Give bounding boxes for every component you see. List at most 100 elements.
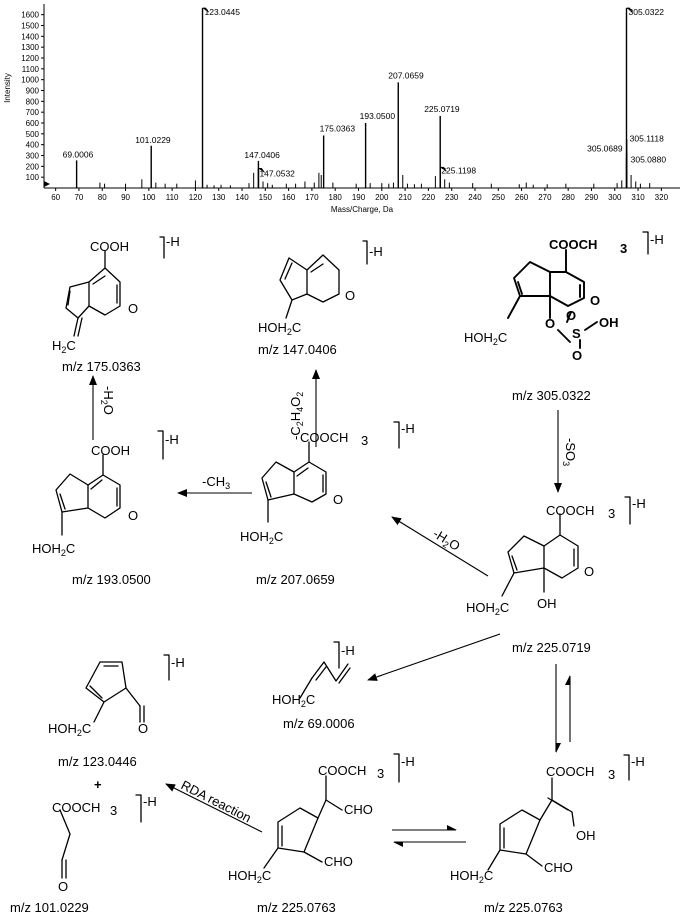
y-tick-label: 700	[26, 108, 40, 117]
svg-text:3: 3	[110, 803, 117, 818]
svg-text:O: O	[566, 308, 576, 323]
svg-text:-H2O: -H2O	[429, 526, 462, 556]
structure-mz-305: COOCH 3 O HOH2C O S O O OH -H m/z 305.03…	[464, 231, 664, 403]
svg-text:O: O	[333, 492, 343, 507]
peak-label: 225.1198	[441, 165, 476, 175]
svg-text:HOH2C: HOH2C	[228, 868, 271, 885]
svg-text:-CH3: -CH3	[202, 474, 230, 491]
y-tick-label: 1300	[21, 43, 39, 52]
arrow-to-69	[367, 633, 501, 681]
svg-text:-SO3: -SO3	[561, 438, 578, 466]
svg-text:-H: -H	[171, 655, 185, 670]
svg-text:S: S	[572, 326, 581, 341]
svg-text:O: O	[345, 288, 355, 303]
x-tick-label: 120	[189, 193, 203, 202]
svg-text:-H: -H	[369, 244, 383, 259]
svg-text:COOCH: COOCH	[318, 763, 366, 778]
y-tick-label: 1400	[21, 32, 39, 41]
svg-text:HOH2C: HOH2C	[450, 868, 493, 885]
structure-mz-225-dialdehyde: COOCH 3 CHO CHO HOH2C -H m/z 225.0763	[228, 753, 415, 915]
svg-text:HOH2C: HOH2C	[240, 529, 283, 546]
peak-label-leader	[202, 7, 209, 13]
peak-label: 147.0406	[244, 150, 280, 160]
peak-label: 147.0532	[259, 169, 295, 179]
peak-label: 175.0363	[320, 123, 356, 133]
x-tick-label: 320	[655, 193, 669, 202]
peak-label-leader	[626, 7, 633, 13]
y-tick-label: 1200	[21, 54, 39, 63]
svg-text:O: O	[138, 721, 148, 736]
x-tick-label: 60	[51, 193, 60, 202]
svg-text:HOH2C: HOH2C	[32, 541, 75, 558]
svg-text:-H: -H	[166, 234, 180, 249]
x-tick-label: 300	[608, 193, 622, 202]
y-tick-label: 800	[26, 97, 40, 106]
peak-label: 69.0006	[63, 149, 94, 159]
y-tick-label: 1000	[21, 76, 39, 85]
x-tick-label: 180	[329, 193, 343, 202]
svg-text:COOCH: COOCH	[300, 430, 348, 445]
svg-text:-C2H4O2: -C2H4O2	[288, 392, 305, 440]
svg-text:-H: -H	[401, 754, 415, 769]
peak-label: 123.0445	[205, 7, 241, 17]
svg-text:OH: OH	[576, 828, 596, 843]
y-tick-label: 200	[26, 162, 40, 171]
svg-text:-H: -H	[632, 496, 646, 511]
y-tick-label: 1100	[22, 65, 40, 74]
mass-spectrum: Intensity 100200300400500600700800900100…	[3, 4, 680, 214]
svg-text:m/z 225.0719: m/z 225.0719	[512, 640, 591, 655]
svg-text:3: 3	[608, 506, 615, 521]
y-tick-label: 900	[26, 87, 40, 96]
y-ticks: 1002003004005006007008009001000110012001…	[21, 11, 44, 182]
peak-label-leader	[258, 168, 265, 173]
x-tick-label: 290	[585, 193, 599, 202]
x-tick-label: 220	[422, 193, 436, 202]
svg-text:COOH: COOH	[90, 239, 129, 254]
arrow-loss-h2o-to-207	[391, 516, 489, 577]
svg-text:m/z 193.0500: m/z 193.0500	[72, 572, 151, 587]
peak-label: 305.1118	[630, 133, 664, 143]
x-tick-label: 110	[166, 193, 179, 202]
svg-text:m/z 225.0763: m/z 225.0763	[257, 900, 336, 915]
structure-mz-225-enol: COOCH 3 OH CHO HOH2C -H m/z 225.0763	[450, 754, 645, 915]
x-tick-label: 240	[468, 193, 482, 202]
svg-text:+: +	[94, 777, 102, 792]
x-tick-label: 260	[515, 193, 529, 202]
svg-text:-H: -H	[165, 432, 179, 447]
x-axis-label: Mass/Charge, Da	[331, 205, 394, 214]
y-tick-label: 400	[26, 141, 40, 150]
structure-mz-225-hemiacetal: COOCH 3 O HOH2C OH -H m/z 225.0719	[466, 496, 646, 655]
svg-text:O: O	[128, 301, 138, 316]
svg-text:3: 3	[608, 767, 615, 782]
structure-mz-123: O HOH2C -H m/z 123.0446 +	[48, 654, 185, 792]
peak-label: 305.0880	[631, 154, 667, 164]
y-axis-label: Intensity	[3, 73, 12, 103]
x-tick-label: 130	[212, 193, 226, 202]
structure-mz-101: COOCH 3 O -H m/z 101.0229	[10, 794, 157, 915]
svg-text:3: 3	[620, 241, 627, 256]
baseline-marker-icon	[44, 181, 50, 187]
svg-text:O: O	[590, 293, 600, 308]
svg-text:m/z 123.0446: m/z 123.0446	[58, 754, 137, 769]
svg-text:COOCH: COOCH	[546, 764, 594, 779]
svg-text:HOH2C: HOH2C	[258, 320, 301, 337]
svg-text:HOH2C: HOH2C	[48, 721, 91, 738]
peak-label: 193.0500	[360, 111, 396, 121]
x-tick-label: 140	[235, 193, 249, 202]
x-tick-label: 150	[259, 193, 273, 202]
peak-label: 207.0659	[388, 70, 424, 80]
peak-label: 101.0229	[135, 135, 171, 145]
x-tick-label: 80	[98, 193, 107, 202]
svg-text:m/z 101.0229: m/z 101.0229	[10, 900, 89, 915]
structure-mz-175: COOH O H2C -H m/z 175.0363	[52, 234, 180, 374]
peak-label: 225.0719	[424, 104, 460, 114]
svg-text:m/z 147.0406: m/z 147.0406	[258, 342, 337, 357]
x-tick-label: 190	[352, 193, 366, 202]
x-tick-label: 200	[375, 193, 389, 202]
svg-text:-H: -H	[341, 643, 355, 658]
svg-text:-H: -H	[143, 794, 157, 809]
x-tick-label: 70	[74, 193, 83, 202]
svg-text:COOCH: COOCH	[546, 503, 594, 518]
